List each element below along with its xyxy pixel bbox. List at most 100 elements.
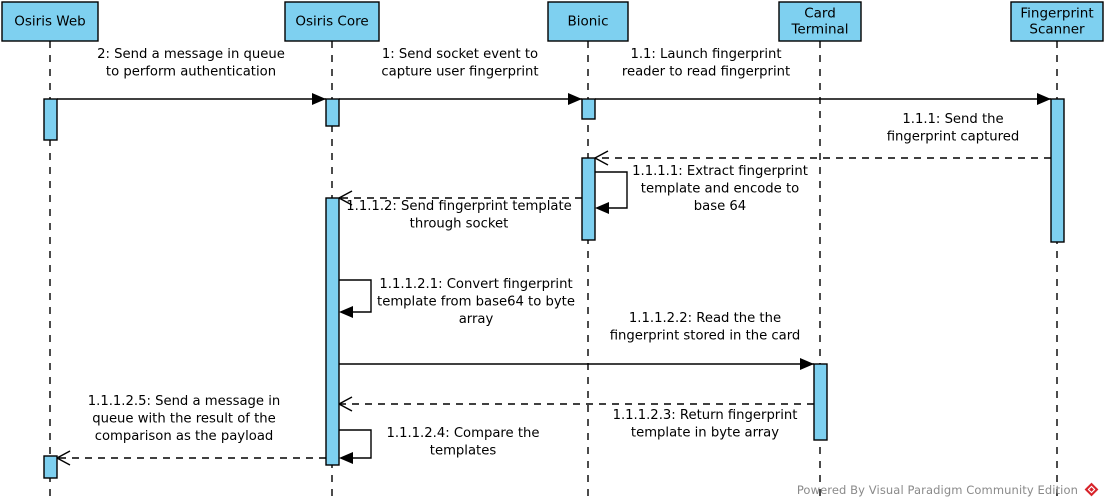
lifeline-box-card-terminal[interactable] [778, 1, 862, 42]
activation-bar-act-bionic-1[interactable] [581, 98, 596, 120]
lifeline-head-osiris-web[interactable]: Osiris Web [1, 1, 99, 42]
message-label-msg-1-1-1-2: 1.1.1.2: Send fingerprint template throug… [346, 199, 571, 232]
visual-paradigm-logo-icon [1084, 482, 1099, 497]
message-label-line: fingerprint captured [887, 130, 1020, 145]
message-label-msg-1: 1: Send socket event to capture user fing… [381, 47, 538, 80]
arrowhead-open-upper [338, 396, 353, 405]
message-label-msg-1-1-1: 1.1.1: Send the fingerprint captured [887, 112, 1020, 145]
arrowhead-open-upper [338, 190, 353, 199]
message-label-msg-1-1-1-2-1: 1.1.1.2.1: Convert fingerprint template f… [377, 277, 575, 327]
message-label-line: 1.1.1.2.2: Read the the [629, 311, 781, 326]
message-msg-2[interactable] [57, 93, 326, 105]
message-label-msg-1-1-1-2-3: 1.1.1.2.3: Return fingerprint template in… [613, 408, 798, 441]
message-label-line: reader to read fingerprint [622, 65, 790, 80]
message-label-line: queue with the result of the [92, 412, 276, 427]
message-label-msg-2: 2: Send a message in queue to perform aut… [97, 47, 285, 80]
message-msg-1[interactable] [339, 93, 582, 105]
arrowhead-open [338, 190, 353, 206]
activation-bar-act-scanner-1[interactable] [1050, 98, 1065, 243]
message-label-line: templates [430, 444, 497, 459]
arrowhead-open [56, 450, 71, 466]
message-msg-1-1-1-2-1[interactable] [339, 279, 372, 318]
message-label-line: comparison as the payload [95, 429, 274, 444]
activations-group [43, 98, 1065, 479]
arrowhead-filled [339, 306, 353, 318]
arrowhead-open-lower [338, 197, 353, 206]
message-label-line: template and encode to [641, 182, 799, 197]
message-label-line: 2: Send a message in queue [97, 47, 285, 62]
message-label-line: 1.1.1.2.5: Send a message in [88, 394, 281, 409]
message-msg-1-1-1-2-4[interactable] [339, 429, 372, 464]
message-msg-1-1-1-1[interactable] [595, 171, 628, 214]
message-msg-1-1[interactable] [595, 93, 1051, 105]
message-label-msg-1-1-1-2-2: 1.1.1.2.2: Read the the fingerprint store… [610, 311, 801, 344]
self-message-path-msg-1-1-1-2-4 [339, 429, 372, 459]
lifeline-label-fingerprint-scanner: Fingerprint [1020, 6, 1093, 22]
lifeline-label-bionic: Bionic [567, 14, 608, 30]
message-label-line: 1.1.1.2.3: Return fingerprint [613, 408, 798, 423]
arrowhead-open-lower [594, 157, 609, 166]
arrowhead-filled [312, 93, 326, 105]
arrowhead-open [338, 396, 353, 412]
arrowhead-open [594, 150, 609, 166]
lifeline-head-osiris-core[interactable]: Osiris Core [284, 1, 380, 42]
arrowhead-filled [568, 93, 582, 105]
lifeline-label-osiris-web: Osiris Web [14, 14, 85, 30]
message-label-line: template from base64 to byte [377, 295, 575, 310]
lifeline-label-card-terminal: Terminal [790, 22, 848, 38]
message-label-line: base 64 [694, 199, 746, 214]
message-label-line: through socket [410, 217, 509, 232]
arrowhead-filled [1037, 93, 1051, 105]
self-message-path-msg-1-1-1-2-1 [339, 279, 372, 313]
message-label-line: to perform authentication [106, 65, 276, 80]
lifeline-head-bionic[interactable]: Bionic [547, 1, 629, 42]
activation-bar-act-card-1[interactable] [813, 363, 828, 441]
message-label-msg-1-1: 1.1: Launch fingerprint reader to read fi… [622, 47, 790, 80]
lifeline-box-fingerprint-scanner[interactable] [1010, 1, 1104, 42]
message-label-line: 1.1.1: Send the [902, 112, 1003, 127]
arrowhead-open-lower [338, 403, 353, 412]
activation-bar-act-bionic-2[interactable] [581, 157, 596, 241]
arrowhead-filled [800, 358, 814, 370]
message-label-line: capture user fingerprint [381, 65, 538, 80]
lifeline-label-osiris-core: Osiris Core [295, 14, 368, 30]
message-msg-1-1-1[interactable] [594, 150, 1051, 166]
lifeline-box-osiris-web[interactable] [1, 1, 99, 42]
arrowhead-open-upper [594, 150, 609, 159]
message-label-line: fingerprint stored in the card [610, 329, 801, 344]
message-msg-1-1-1-2[interactable] [338, 190, 582, 206]
message-label-line: array [459, 312, 494, 327]
message-label-msg-1-1-1-2-5: 1.1.1.2.5: Send a message in queue with t… [88, 394, 281, 444]
activation-bar-act-core-1[interactable] [325, 98, 340, 127]
message-label-line: 1.1: Launch fingerprint [630, 47, 781, 62]
message-label-line: 1: Send socket event to [382, 47, 538, 62]
activation-bar-act-web-2[interactable] [43, 455, 58, 479]
message-labels-group: 2: Send a message in queue to perform aut… [88, 47, 1020, 459]
lifeline-label-card-terminal: Card [804, 6, 836, 22]
lifeline-box-bionic[interactable] [547, 1, 629, 42]
messages-group [56, 93, 1051, 466]
arrowhead-filled [595, 202, 609, 214]
lifeline-box-osiris-core[interactable] [284, 1, 380, 42]
message-label-line: 1.1.1.2.1: Convert fingerprint [379, 277, 572, 292]
activation-bar-act-web-1[interactable] [43, 98, 58, 141]
message-label-line: 1.1.1.1: Extract fingerprint [632, 164, 808, 179]
message-label-msg-1-1-1-2-4: 1.1.1.2.4: Compare the templates [386, 426, 539, 459]
arrowhead-open-lower [56, 457, 71, 466]
message-label-line: 1.1.1.2.4: Compare the [386, 426, 539, 441]
lifeline-label-fingerprint-scanner: Scanner [1029, 22, 1085, 38]
message-msg-1-1-1-2-2[interactable] [339, 358, 814, 370]
activation-bar-act-core-2[interactable] [325, 197, 340, 466]
message-label-line: template in byte array [631, 426, 779, 441]
message-msg-1-1-1-2-3[interactable] [338, 396, 814, 412]
message-label-msg-1-1-1-1: 1.1.1.1: Extract fingerprint template and… [632, 164, 808, 214]
message-label-line: 1.1.1.2: Send fingerprint template [346, 199, 571, 214]
message-msg-1-1-1-2-5[interactable] [56, 450, 326, 466]
watermark: Powered By Visual Paradigm Community Edi… [797, 482, 1099, 497]
arrowhead-filled [339, 452, 353, 464]
